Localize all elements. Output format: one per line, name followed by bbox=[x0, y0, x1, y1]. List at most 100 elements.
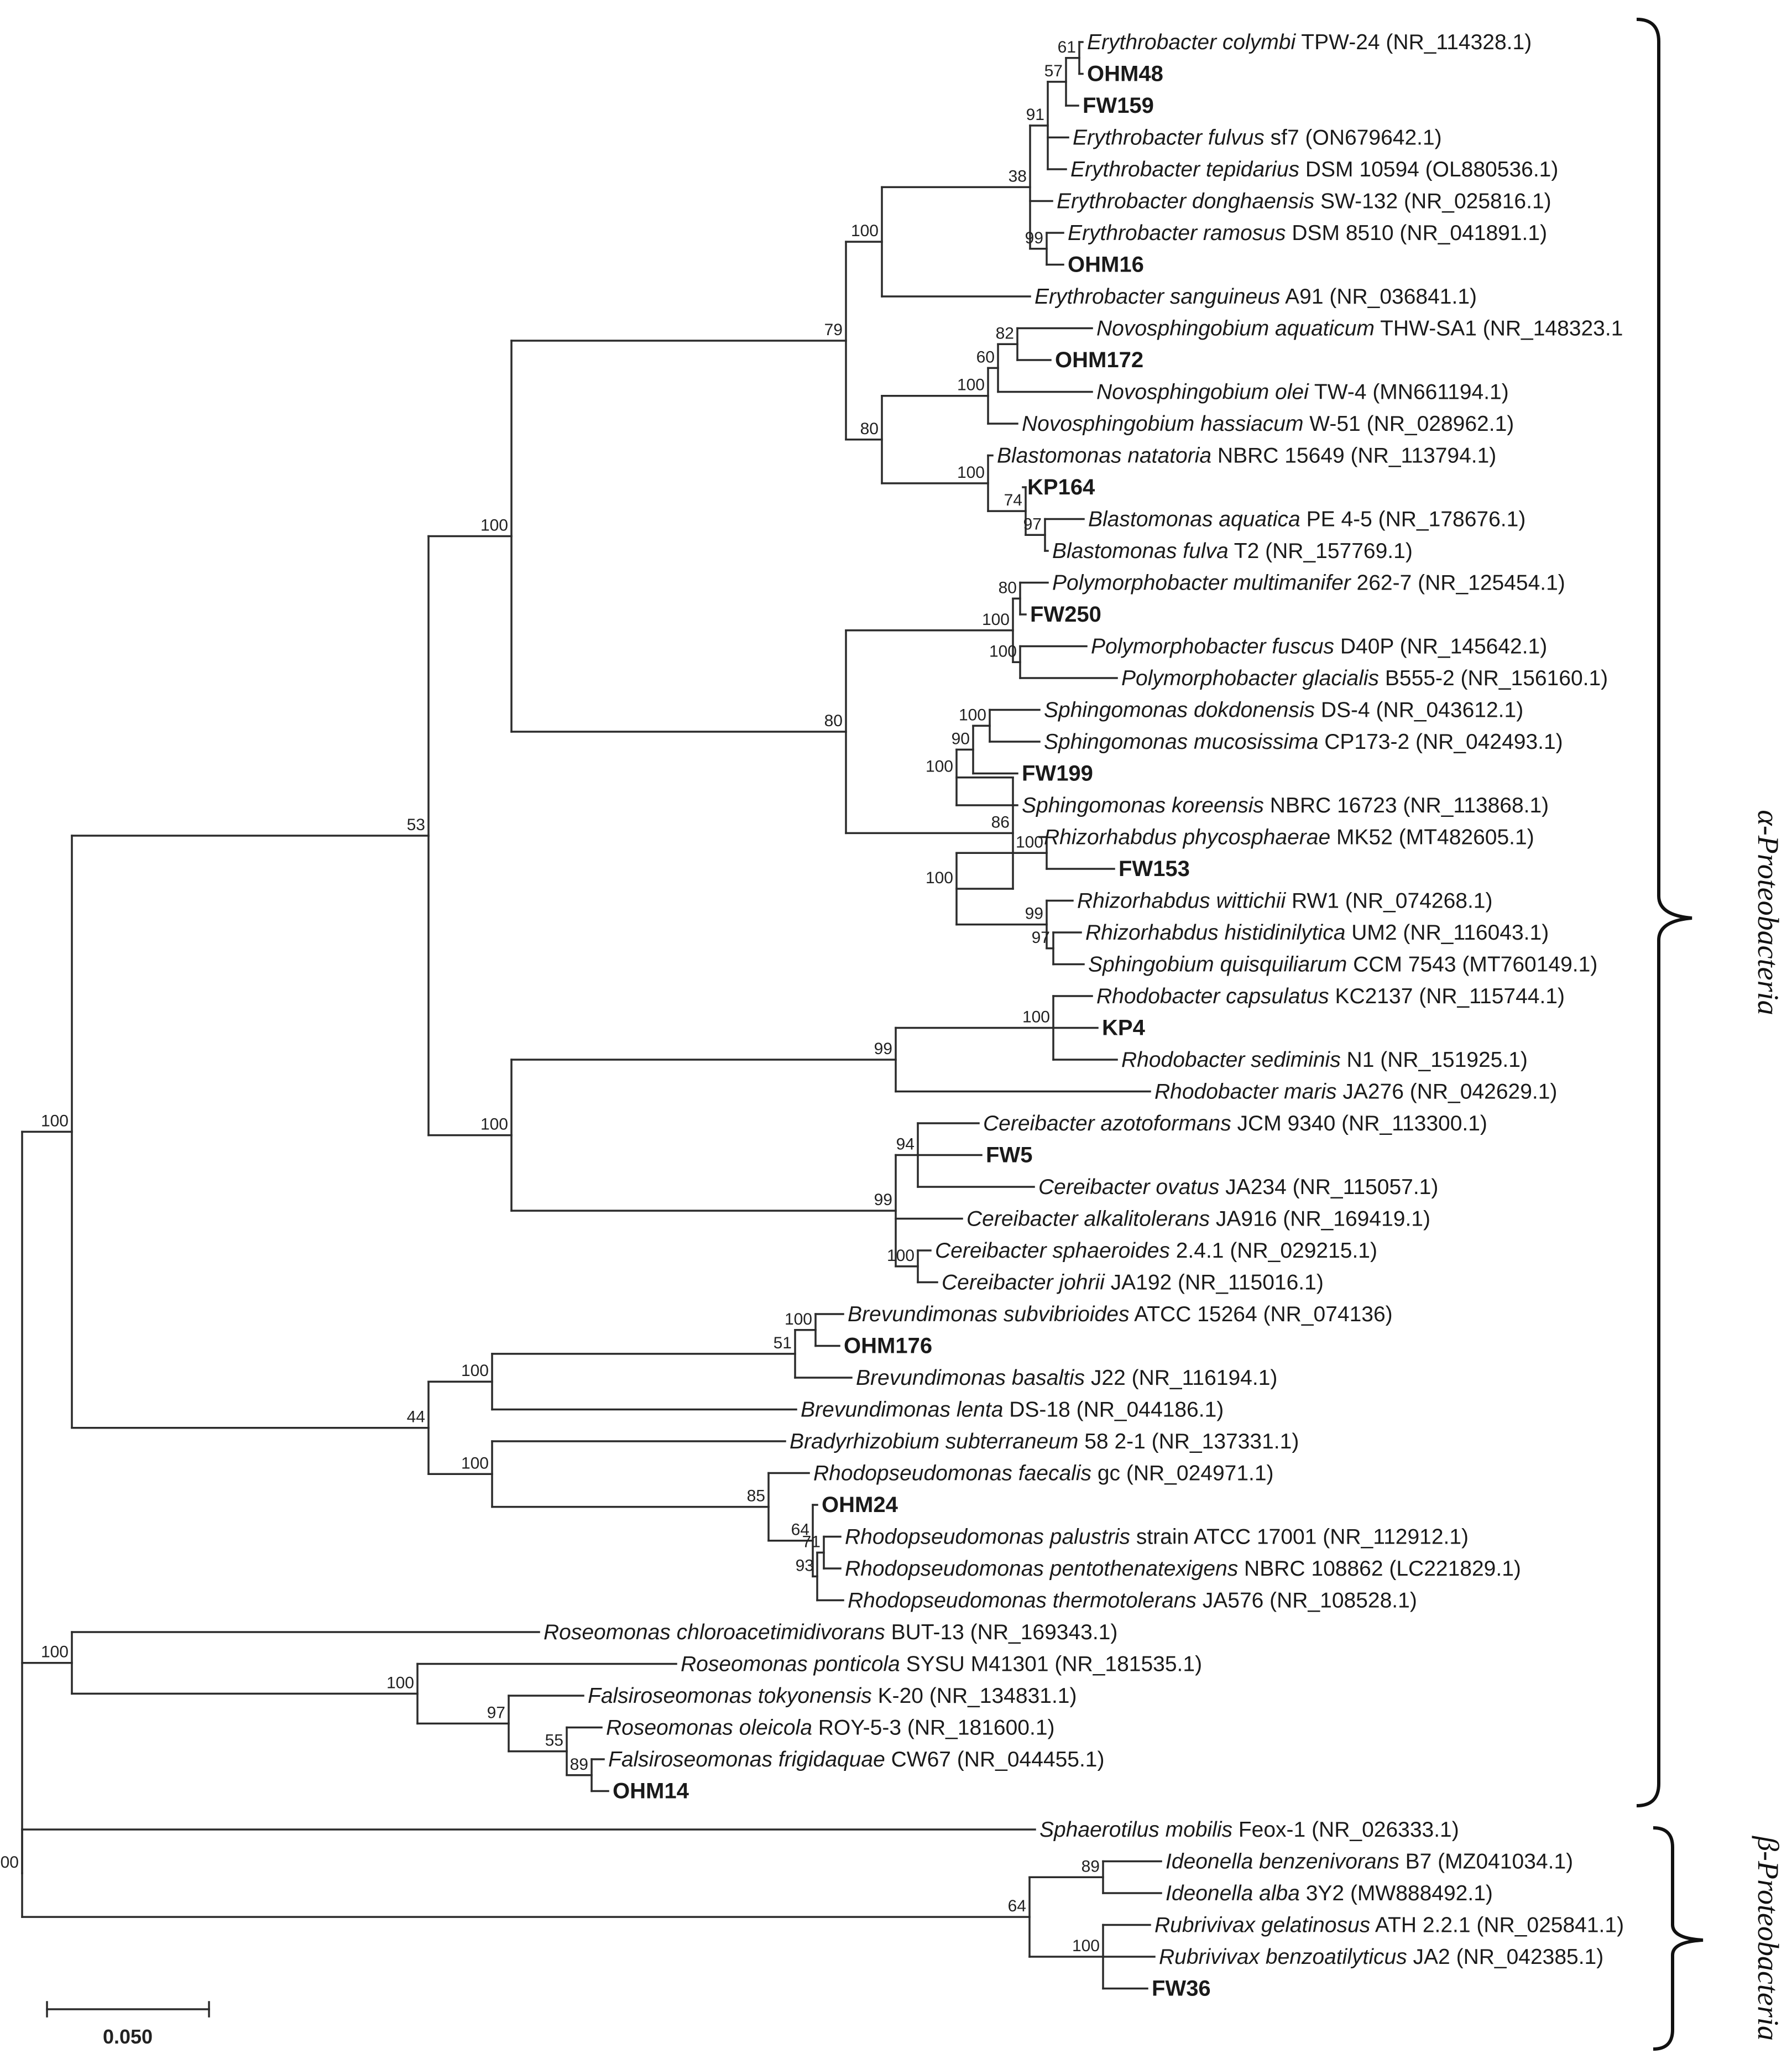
accession: MK52 (MT482605.1) bbox=[1330, 826, 1534, 849]
bootstrap-value: 100 bbox=[41, 1112, 69, 1130]
accession: J22 (NR_116194.1) bbox=[1085, 1366, 1277, 1390]
accession: ROY-5-3 (NR_181600.1) bbox=[812, 1716, 1055, 1740]
tree-labels: Erythrobacter colymbi TPW-24 (NR_114328.… bbox=[544, 30, 1624, 2001]
bootstrap-value: 91 bbox=[1026, 106, 1044, 124]
accession: ATH 2.2.1 (NR_025841.1) bbox=[1370, 1914, 1624, 1937]
accession: KC2137 (NR_115744.1) bbox=[1329, 984, 1565, 1008]
leaf-strain-fw250: FW250 bbox=[1030, 602, 1101, 627]
bootstrap-value: 51 bbox=[774, 1334, 792, 1352]
bootstrap-value: 100 bbox=[0, 1853, 19, 1872]
leaf-reference-rhodopseudomonas-pentothenatexigens: Rhodopseudomonas pentothenatexigens NBRC… bbox=[845, 1557, 1521, 1581]
leaf-strain-fw153: FW153 bbox=[1119, 857, 1190, 881]
bootstrap-value: 97 bbox=[1032, 929, 1050, 947]
accession: BUT-13 (NR_169343.1) bbox=[885, 1620, 1118, 1644]
bootstrap-value: 44 bbox=[407, 1408, 425, 1426]
bootstrap-value: 86 bbox=[991, 813, 1010, 831]
species-name: Bradyrhizobium subterraneum bbox=[790, 1430, 1078, 1453]
bootstrap-value: 100 bbox=[480, 1116, 508, 1134]
leaf-reference-erythrobacter-tepidarius: Erythrobacter tepidarius DSM 10594 (OL88… bbox=[1070, 158, 1558, 181]
species-name: Cereibacter ovatus bbox=[1038, 1175, 1219, 1199]
bootstrap-value: 100 bbox=[1022, 1008, 1050, 1026]
bootstrap-value: 100 bbox=[926, 869, 953, 887]
tree-branches bbox=[21, 41, 1162, 1990]
species-name: Ideonella alba bbox=[1166, 1881, 1300, 1905]
bootstrap-value: 82 bbox=[996, 324, 1014, 342]
species-name: Rhizorhabdus phycosphaerae bbox=[1044, 826, 1330, 849]
bootstrap-value: 100 bbox=[1072, 1937, 1100, 1955]
bootstrap-value: 100 bbox=[41, 1643, 69, 1661]
bootstrap-value: 93 bbox=[796, 1556, 814, 1575]
accession: THW-SA1 (NR_148323.1 bbox=[1375, 317, 1623, 341]
alpha-proteobacteria-bracket: α-Proteobacteria bbox=[1636, 18, 1785, 1807]
leaf-strain-ohm16: OHM16 bbox=[1068, 253, 1144, 277]
leaf-reference-erythrobacter-sanguineus: Erythrobacter sanguineus A91 (NR_036841.… bbox=[1035, 285, 1477, 309]
leaf-strain-ohm14: OHM14 bbox=[613, 1779, 689, 1804]
species-name: Cereibacter sphaeroides bbox=[935, 1239, 1170, 1263]
leaf-reference-sphingobium-quisquiliarum: Sphingobium quisquiliarum CCM 7543 (MT76… bbox=[1088, 953, 1597, 977]
bootstrap-value: 100 bbox=[982, 611, 1010, 629]
accession: TW-4 (MN661194.1) bbox=[1309, 381, 1509, 404]
leaf-reference-rhodopseudomonas-thermotolerans: Rhodopseudomonas thermotolerans JA576 (N… bbox=[848, 1589, 1417, 1613]
accession: T2 (NR_157769.1) bbox=[1229, 539, 1413, 563]
leaf-reference-blastomonas-aquatica: Blastomonas aquatica PE 4-5 (NR_178676.1… bbox=[1088, 508, 1525, 531]
leaf-reference-falsiroseomonas-tokyonensis: Falsiroseomonas tokyonensis K-20 (NR_134… bbox=[588, 1684, 1077, 1708]
accession: PE 4-5 (NR_178676.1) bbox=[1300, 508, 1526, 531]
bootstrap-value: 80 bbox=[824, 712, 843, 730]
leaf-reference-erythrobacter-donghaensis: Erythrobacter donghaensis SW-132 (NR_025… bbox=[1057, 190, 1551, 213]
bootstrap-value: 90 bbox=[952, 729, 970, 748]
species-name: Rhodopseudomonas palustris bbox=[845, 1525, 1130, 1549]
accession: JA2 (NR_042385.1) bbox=[1407, 1945, 1604, 1969]
accession: DS-18 (NR_044186.1) bbox=[1003, 1398, 1224, 1422]
bootstrap-value: 57 bbox=[1044, 62, 1063, 80]
bootstrap-value: 100 bbox=[480, 516, 508, 534]
accession: DSM 10594 (OL880536.1) bbox=[1299, 158, 1558, 181]
accession: D40P (NR_145642.1) bbox=[1334, 635, 1547, 659]
clade-label-beta: β-Proteobacteria bbox=[1752, 1836, 1785, 2041]
leaf-reference-rhizorhabdus-phycosphaerae: Rhizorhabdus phycosphaerae MK52 (MT48260… bbox=[1044, 826, 1534, 849]
accession: JA576 (NR_108528.1) bbox=[1197, 1589, 1417, 1613]
bootstrap-value: 99 bbox=[1025, 905, 1043, 923]
leaf-strain-kp164: KP164 bbox=[1027, 475, 1095, 499]
leaf-reference-cereibacter-sphaeroides: Cereibacter sphaeroides 2.4.1 (NR_029215… bbox=[935, 1239, 1377, 1263]
accession: ATCC 15264 (NR_074136) bbox=[1129, 1302, 1392, 1326]
accession: NBRC 108862 (LC221829.1) bbox=[1238, 1557, 1521, 1581]
species-name: Novosphingobium hassiacum bbox=[1022, 412, 1303, 436]
species-name: Sphingomonas dokdonensis bbox=[1044, 699, 1315, 722]
accession: CP173-2 (NR_042493.1) bbox=[1318, 730, 1563, 754]
species-name: Roseomonas oleicola bbox=[606, 1716, 812, 1740]
bootstrap-value: 71 bbox=[802, 1533, 821, 1551]
bootstrap-value: 100 bbox=[1016, 833, 1043, 851]
species-name: Rhodobacter sediminis bbox=[1121, 1048, 1341, 1072]
leaf-reference-erythrobacter-colymbi: Erythrobacter colymbi TPW-24 (NR_114328.… bbox=[1087, 30, 1532, 54]
accession: JA916 (NR_169419.1) bbox=[1210, 1207, 1430, 1231]
species-name: Rubrivivax gelatinosus bbox=[1154, 1914, 1370, 1937]
bootstrap-value: 100 bbox=[957, 463, 985, 482]
bootstrap-value: 100 bbox=[785, 1310, 812, 1328]
accession: SW-132 (NR_025816.1) bbox=[1314, 190, 1551, 213]
bootstrap-value: 100 bbox=[386, 1674, 414, 1692]
species-name: Roseomonas ponticola bbox=[681, 1653, 900, 1676]
bootstrap-value: 55 bbox=[545, 1732, 563, 1750]
species-name: Blastomonas natatoria bbox=[997, 444, 1211, 468]
leaf-reference-brevundimonas-basaltis: Brevundimonas basaltis J22 (NR_116194.1) bbox=[856, 1366, 1277, 1390]
accession: K-20 (NR_134831.1) bbox=[872, 1684, 1077, 1708]
bootstrap-value: 99 bbox=[874, 1040, 892, 1058]
accession: JA276 (NR_042629.1) bbox=[1336, 1080, 1557, 1104]
leaf-reference-falsiroseomonas-frigidaquae: Falsiroseomonas frigidaquae CW67 (NR_044… bbox=[608, 1748, 1104, 1771]
species-name: Roseomonas chloroacetimidivorans bbox=[544, 1620, 885, 1644]
species-name: Blastomonas aquatica bbox=[1088, 508, 1300, 531]
leaf-strain-fw36: FW36 bbox=[1152, 1977, 1211, 2001]
bootstrap-value: 100 bbox=[926, 758, 953, 776]
leaf-reference-blastomonas-natatoria: Blastomonas natatoria NBRC 15649 (NR_113… bbox=[997, 444, 1496, 468]
leaf-reference-polymorphobacter-fuscus: Polymorphobacter fuscus D40P (NR_145642.… bbox=[1091, 635, 1547, 659]
bootstrap-value: 85 bbox=[747, 1487, 765, 1505]
leaf-reference-rhizorhabdus-wittichii: Rhizorhabdus wittichii RW1 (NR_074268.1) bbox=[1077, 889, 1492, 913]
species-name: Brevundimonas basaltis bbox=[856, 1366, 1085, 1390]
leaf-reference-rhodopseudomonas-palustris: Rhodopseudomonas palustris strain ATCC 1… bbox=[845, 1525, 1469, 1549]
leaf-reference-brevundimonas-lenta: Brevundimonas lenta DS-18 (NR_044186.1) bbox=[801, 1398, 1224, 1422]
accession: JA192 (NR_115016.1) bbox=[1105, 1271, 1324, 1295]
species-name: Erythrobacter tepidarius bbox=[1070, 158, 1299, 181]
bootstrap-value: 53 bbox=[407, 816, 425, 834]
leaf-reference-bradyrhizobium-subterraneum: Bradyrhizobium subterraneum 58 2-1 (NR_1… bbox=[790, 1430, 1299, 1453]
species-name: Rhodobacter maris bbox=[1154, 1080, 1336, 1104]
